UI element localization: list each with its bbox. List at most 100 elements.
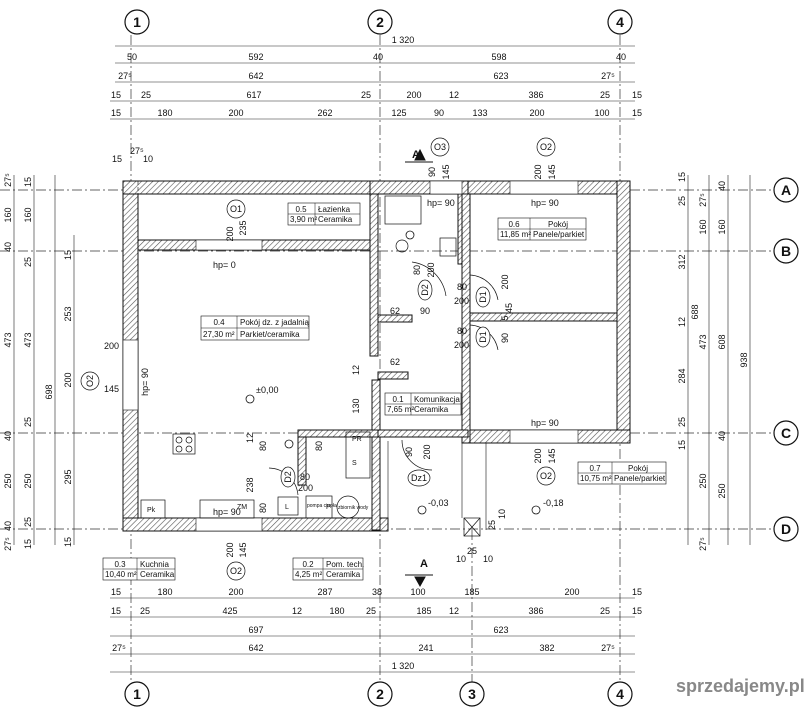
room-finish-room-07: Panele/parkiet xyxy=(614,474,666,483)
dim-bot-r3-1: 623 xyxy=(493,625,508,635)
dim-bot-r4-0: 27⁵ xyxy=(112,643,126,653)
dim-hall-90: 90 xyxy=(420,306,430,316)
wall-tech-left xyxy=(297,436,307,486)
stove xyxy=(172,433,196,455)
dim-right-c1-1: 25 xyxy=(677,196,687,206)
axis-bubbles xyxy=(124,9,799,707)
dim-chimney-25b: 25 xyxy=(487,520,497,530)
level-mark-entry: -0,03 xyxy=(428,498,449,508)
dim-bot-r1-7: 200 xyxy=(564,587,579,597)
section-arrows xyxy=(405,148,433,588)
window-tag-o2-south: O2 200 145 hp= 90 xyxy=(213,507,248,581)
door-tag-dz1: Dz1 90 200 xyxy=(404,444,432,487)
kitchen-cabinet-zm xyxy=(199,499,255,519)
room-finish-tech: Ceramika xyxy=(326,570,361,579)
dim-bot-r2-0: 15 xyxy=(111,606,121,616)
dim-hall-130: 130 xyxy=(351,398,361,413)
dim-bot-r4-1: 642 xyxy=(248,643,263,653)
room-finish-room-06: Panele/parkiet xyxy=(533,230,585,239)
door-d1-lower-h: 200 xyxy=(454,340,469,350)
window-tag-o2-east: O2 200 145 hp= 90 xyxy=(531,418,559,486)
level-mark-terrace: -0,18 xyxy=(543,498,564,508)
dim-hall-12a: 12 xyxy=(351,365,361,375)
dim-bot-total: 1 320 xyxy=(392,661,415,671)
window-o2-east-hp: hp= 90 xyxy=(531,418,559,428)
dim-left-c1-3: 473 xyxy=(3,332,13,347)
room-area-living: 27,30 m² xyxy=(203,330,235,339)
dim-top-r4-2: 200 xyxy=(228,108,243,118)
dim-right-c2-3: 250 xyxy=(698,473,708,488)
room-area-tech: 4,25 m² xyxy=(295,570,322,579)
axis-label-col-2-top: 2 xyxy=(376,14,384,30)
dim-top-r3-6: 386 xyxy=(528,90,543,100)
dim-bot-r1-4: 38 xyxy=(372,587,382,597)
room-area-room-07: 10,75 m² xyxy=(580,474,612,483)
dim-top-r3-2: 617 xyxy=(246,90,261,100)
window-tags: O1 200 235 hp= 0 O2 200 145 hp= 90 O3 90… xyxy=(80,137,559,581)
room-finish-living: Parkiet/ceramika xyxy=(240,330,300,339)
wall-rooms-divider xyxy=(461,193,471,444)
window-openings xyxy=(122,180,579,532)
axis-label-col-4-bottom: 4 xyxy=(616,686,624,702)
dim-right-total: 938 xyxy=(739,352,749,367)
dim-top-total: 1 320 xyxy=(392,35,415,45)
wall-bath-left xyxy=(369,193,379,357)
dim-bot-r3-0: 697 xyxy=(248,625,263,635)
level-markers xyxy=(245,230,541,515)
door-tags: D2 80 200 D1 80 200 D1 80 200 D2 80 200 … xyxy=(280,262,491,493)
dim-bot-r4-3: 382 xyxy=(539,643,554,653)
dim-right-c1-5: 25 xyxy=(677,417,687,427)
axis-label-row-c: C xyxy=(781,425,791,441)
dim-top-r4-0: 15 xyxy=(111,108,121,118)
room-no-living: 0.4 xyxy=(213,318,225,327)
dim-bot-r1-2: 200 xyxy=(228,587,243,597)
door-d1-lower-tag: D1 xyxy=(478,331,488,343)
axis-grid xyxy=(0,35,773,683)
door-dz1-w: 90 xyxy=(404,447,414,457)
room-tag-kitchen: 0.3 Kuchnia 10,40 m² Ceramika xyxy=(102,557,176,581)
dim-top-275: 27⁵ xyxy=(130,146,144,156)
window-o3-h: 145 xyxy=(441,164,451,179)
dim-bot-r4-4: 27⁵ xyxy=(601,643,615,653)
door-tag-d2-tech: D2 80 200 xyxy=(280,466,313,493)
dim-top-r4-5: 90 xyxy=(434,108,444,118)
dim-left-c1-6: 40 xyxy=(3,521,13,531)
kitchen-cabinet-pk xyxy=(140,499,166,519)
window-o3-w: 90 xyxy=(427,167,437,177)
axis-label-col-1-top: 1 xyxy=(133,14,141,30)
window-o1-h: 235 xyxy=(238,220,248,235)
room-name-room-06: Pokój xyxy=(548,220,568,229)
section-mark-bottom: A xyxy=(420,558,428,570)
dim-left-total: 698 xyxy=(44,384,54,399)
window-tag-o2-north: O2 200 145 hp= 90 xyxy=(531,137,559,208)
dim-right-c3-4: 40 xyxy=(717,431,727,441)
dim-left-c2-7: 15 xyxy=(23,539,33,549)
dim-bot-r2-9: 25 xyxy=(600,606,610,616)
tech-l-box xyxy=(277,496,299,516)
wall-kitchen-right xyxy=(371,379,381,531)
dim-tech-80a: 80 xyxy=(258,441,268,451)
window-o2-west-tag: O2 xyxy=(85,375,95,387)
dim-right-c2-0: 27⁵ xyxy=(698,193,708,207)
room-finish-hall: Ceramika xyxy=(414,405,449,414)
dim-room-5: 5 xyxy=(500,315,510,320)
dim-bot-r2-6: 185 xyxy=(416,606,431,616)
dim-bot-r2-2: 425 xyxy=(222,606,237,616)
door-tag-d1-lower: D1 80 200 xyxy=(454,326,491,350)
dim-right-c1-2: 312 xyxy=(677,254,687,269)
dim-right-c2-2: 473 xyxy=(698,334,708,349)
dim-bot-r2-7: 12 xyxy=(449,606,459,616)
dim-right-c2-4: 27⁵ xyxy=(698,537,708,551)
dim-tech-238: 238 xyxy=(245,477,255,492)
room-labels: 0.5 Łazienka 3,90 m² Ceramika 0.6 Pokój … xyxy=(102,202,667,581)
entry-steps xyxy=(387,441,487,530)
window-o2-east-h: 145 xyxy=(547,448,557,463)
dim-chimney-25a: 25 xyxy=(467,546,477,556)
dim-tech-80b: 80 xyxy=(258,503,268,513)
dim-bot-r2-4: 180 xyxy=(329,606,344,616)
fixture-s-label: S xyxy=(352,460,357,467)
dim-hall-62b: 62 xyxy=(390,357,400,367)
dim-right-c2-1: 160 xyxy=(698,219,708,234)
dim-tech-12b: 12 xyxy=(245,433,255,443)
axis-label-col-2-bottom: 2 xyxy=(376,686,384,702)
